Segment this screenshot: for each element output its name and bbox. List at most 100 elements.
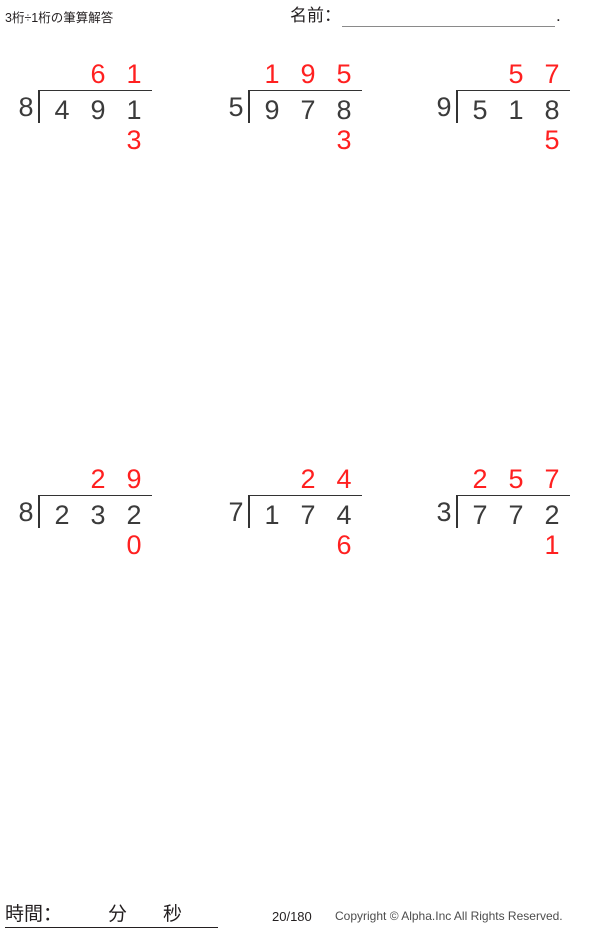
remainder-digit [80,123,116,157]
quotient-digit: 7 [544,59,560,89]
quotient-row: 2 9 [38,465,152,495]
remainder-row: 1 [456,528,570,562]
divisor: 8 [18,497,34,527]
dividend-digit: 1 [126,95,142,125]
problem-row-1: 8 6 1 4 9 1 [0,60,600,465]
quotient-digit: 9 [126,464,142,494]
division-stack: 2 9 2 3 2 0 [38,465,152,562]
quotient-digit: 9 [300,59,316,89]
quotient-digit: 6 [90,59,106,89]
division-bracket: 2 3 2 [38,495,152,530]
copyright-notice: Copyright © Alpha.Inc All Rights Reserve… [335,909,563,923]
quotient-digit: 5 [336,59,352,89]
quotient-digit [44,60,80,90]
division-stack: 2 4 1 7 4 6 [248,465,362,562]
name-input-line[interactable] [342,6,555,27]
dividend-digit: 2 [54,500,70,530]
quotient-row: 2 4 [248,465,362,495]
remainder-digit [44,123,80,157]
dividend-digit: 1 [508,95,524,125]
quotient-row: 6 1 [38,60,152,90]
remainder-row: 3 [38,123,152,157]
dividend-digit: 1 [264,500,280,530]
quotient-digit: 5 [508,464,524,494]
divisor: 8 [18,92,34,122]
remainder-row: 0 [38,528,152,562]
remainder-digit [498,123,534,157]
quotient-digit: 2 [472,464,488,494]
remainder-digit [254,528,290,562]
remainder-row: 5 [456,123,570,157]
problem-6: 3 2 5 7 7 7 2 [432,465,570,575]
divisor: 3 [436,497,452,527]
divisor: 5 [228,92,244,122]
division-stack: 5 7 5 1 8 5 [456,60,570,157]
division-stack: 2 5 7 7 7 2 1 [456,465,570,562]
dividend-digit: 9 [90,95,106,125]
quotient-digit: 1 [264,59,280,89]
name-field-block: 名前： . [290,5,561,27]
page-header: 3桁÷1桁の筆算解答 名前： . [0,0,600,46]
quotient-digit: 7 [544,464,560,494]
problem-5: 7 2 4 1 7 4 [224,465,362,575]
dividend-row: 1 7 4 [254,496,362,530]
problem-4: 8 2 9 2 3 2 [14,465,152,575]
division-bracket: 1 7 4 [248,495,362,530]
name-field-label: 名前： [290,6,341,25]
time-field-block[interactable]: 時間： 分 秒 [5,899,218,928]
problem-2: 5 1 9 5 9 7 8 [224,60,362,170]
seconds-unit-label: 秒 [163,904,183,925]
dividend-digit: 7 [508,500,524,530]
page-footer: 時間： 分 秒 20/180 Copyright © Alpha.Inc All… [0,895,600,938]
dividend-digit: 5 [472,95,488,125]
dividend-row: 5 1 8 [462,91,570,125]
remainder-digit: 3 [336,125,352,155]
quotient-digit: 4 [336,464,352,494]
quotient-digit: 2 [90,464,106,494]
dividend-digit: 2 [544,500,560,530]
remainder-digit: 5 [544,125,560,155]
remainder-digit [498,528,534,562]
quotient-row: 1 9 5 [248,60,362,90]
remainder-digit [254,123,290,157]
division-bracket: 7 7 2 [456,495,570,530]
divisor: 7 [228,497,244,527]
quotient-digit: 1 [126,59,142,89]
remainder-digit: 0 [126,530,142,560]
time-field-inner: 時間： 分 秒 [5,899,218,926]
problem-1: 8 6 1 4 9 1 [14,60,152,170]
dividend-row: 4 9 1 [44,91,152,125]
dividend-digit: 4 [54,95,70,125]
dividend-row: 2 3 2 [44,496,152,530]
remainder-digit [44,528,80,562]
dividend-digit: 8 [544,95,560,125]
remainder-digit: 1 [544,530,560,560]
dividend-digit: 2 [126,500,142,530]
dividend-row: 7 7 2 [462,496,570,530]
time-field-label: 時間： [5,904,63,925]
remainder-digit [462,528,498,562]
name-trailing-dot: . [556,6,561,25]
quotient-digit [44,465,80,495]
quotient-row: 2 5 7 [456,465,570,495]
dividend-digit: 9 [264,95,280,125]
dividend-digit: 7 [300,95,316,125]
dividend-digit: 7 [300,500,316,530]
quotient-digit: 5 [508,59,524,89]
remainder-digit: 3 [126,125,142,155]
quotient-row: 5 7 [456,60,570,90]
quotient-digit [462,60,498,90]
division-bracket: 9 7 8 [248,90,362,125]
division-bracket: 4 9 1 [38,90,152,125]
problem-3: 9 5 7 5 1 8 [432,60,570,170]
dividend-digit: 3 [90,500,106,530]
dividend-digit: 4 [336,500,352,530]
remainder-row: 6 [248,528,362,562]
division-bracket: 5 1 8 [456,90,570,125]
division-stack: 6 1 4 9 1 3 [38,60,152,157]
problems-grid: 8 6 1 4 9 1 [0,60,600,560]
minutes-unit-label: 分 [108,904,128,925]
remainder-row: 3 [248,123,362,157]
remainder-digit [462,123,498,157]
quotient-digit [254,465,290,495]
